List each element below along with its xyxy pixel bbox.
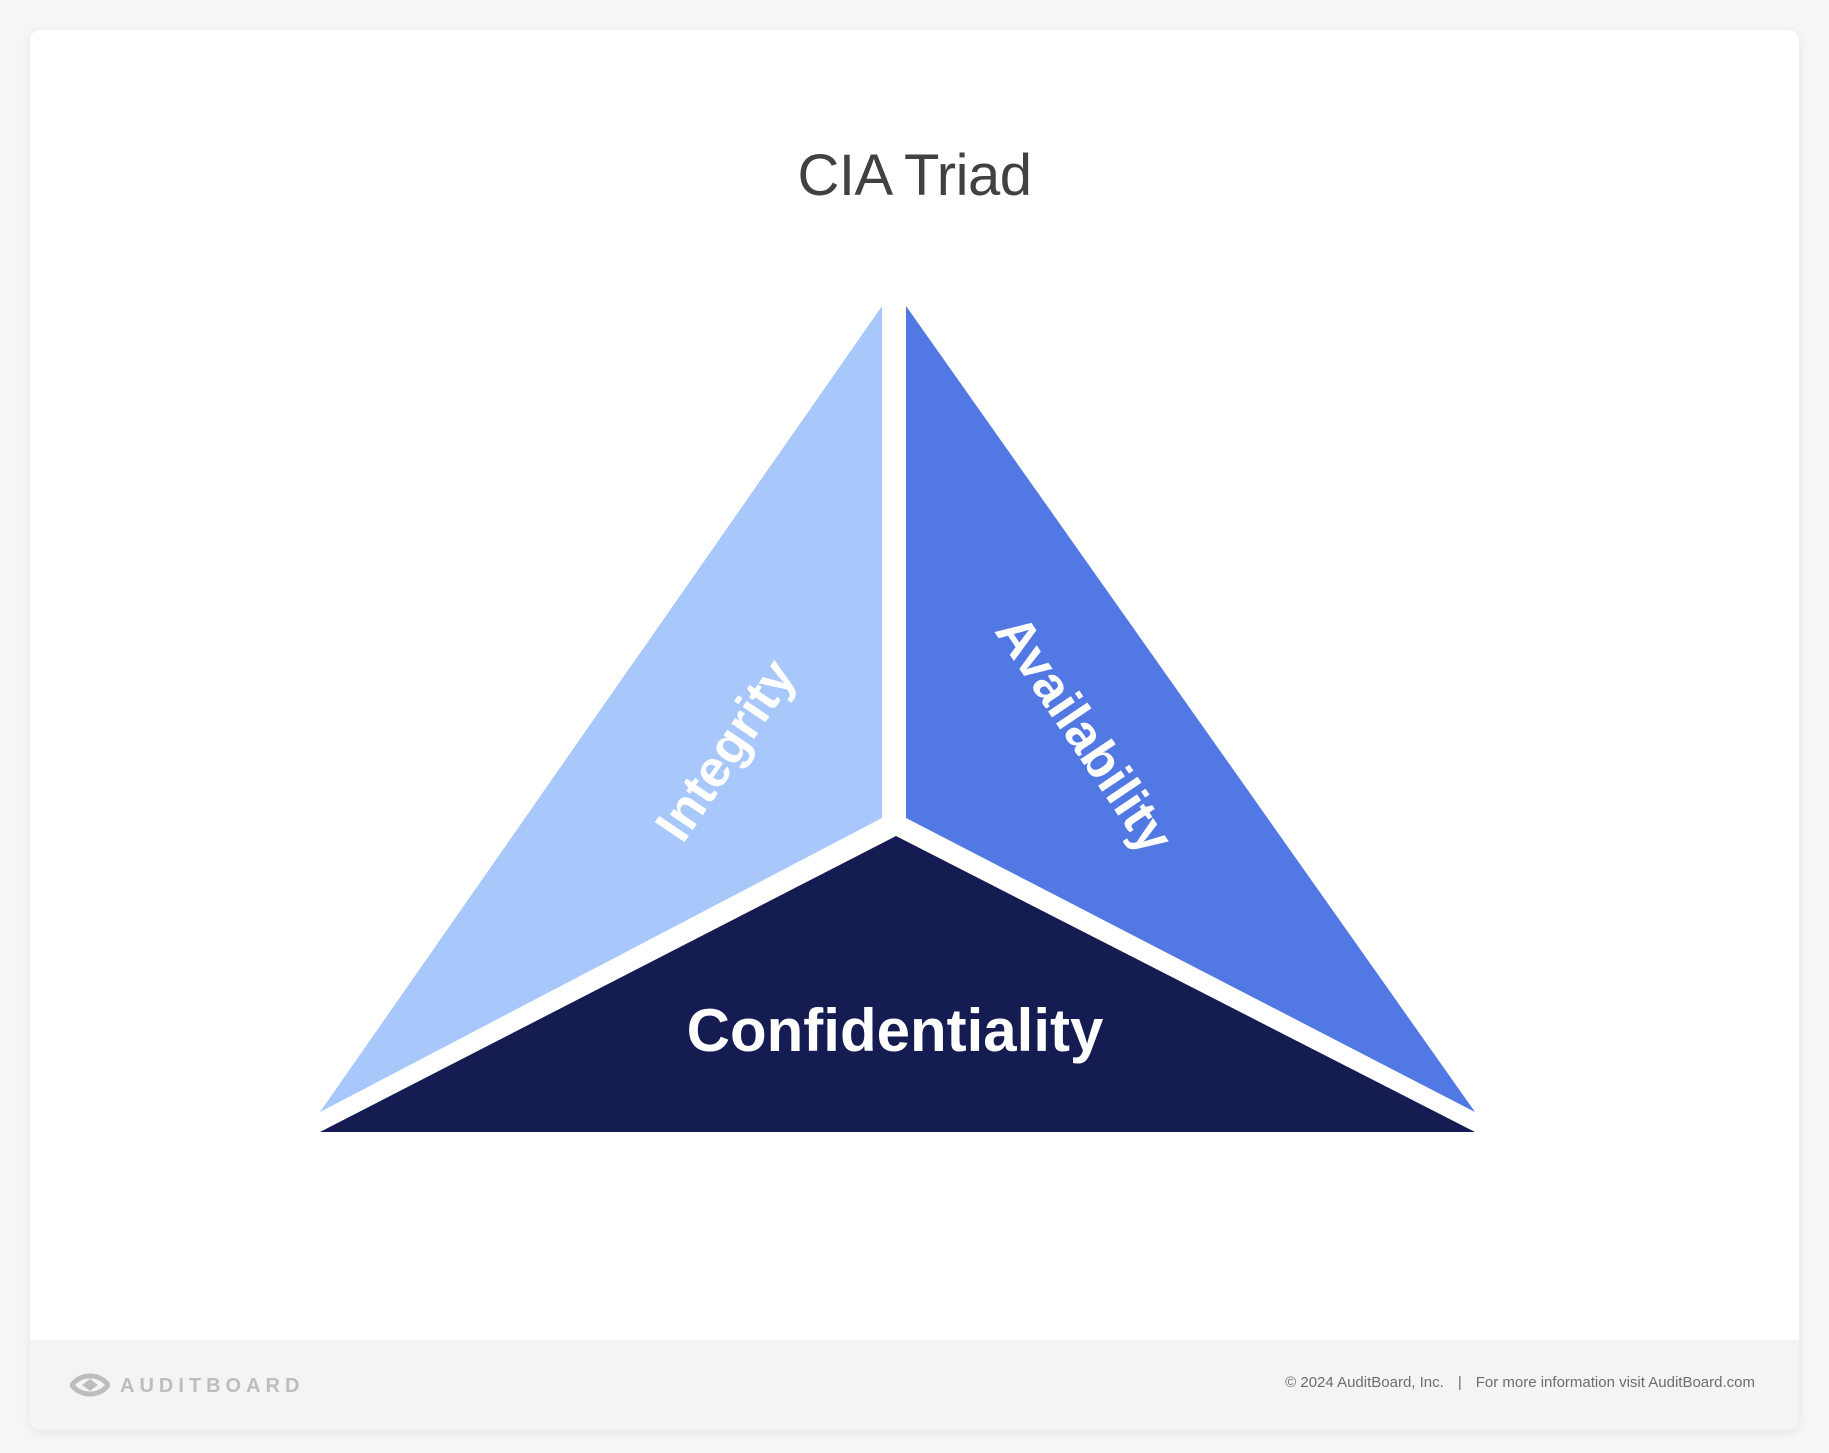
- cia-triad-diagram: Integrity Availability Confidentiality: [320, 306, 1475, 1132]
- footer-separator: |: [1457, 1374, 1462, 1391]
- slide-card: CIA Triad Integrity Availability Confide…: [30, 30, 1799, 1430]
- auditboard-wordmark: AUDITBOARD: [120, 1374, 305, 1397]
- footer-info-link[interactable]: For more information visit AuditBoard.co…: [1475, 1374, 1755, 1391]
- integrity-segment: [320, 306, 882, 1112]
- diagram-title: CIA Triad: [797, 143, 1032, 208]
- availability-segment: [906, 306, 1475, 1112]
- footer-info: © 2024 AuditBoard, Inc. | For more informa…: [1285, 1374, 1755, 1391]
- copyright-text: © 2024 AuditBoard, Inc.: [1285, 1374, 1444, 1391]
- footer: AUDITBOARD © 2024 AuditBoard, Inc. | For m…: [30, 1340, 1799, 1430]
- auditboard-logo: AUDITBOARD: [70, 1368, 304, 1404]
- confidentiality-label: Confidentiality: [687, 997, 1104, 1064]
- confidentiality-segment: [320, 836, 1475, 1132]
- auditboard-logo-icon: [70, 1373, 110, 1397]
